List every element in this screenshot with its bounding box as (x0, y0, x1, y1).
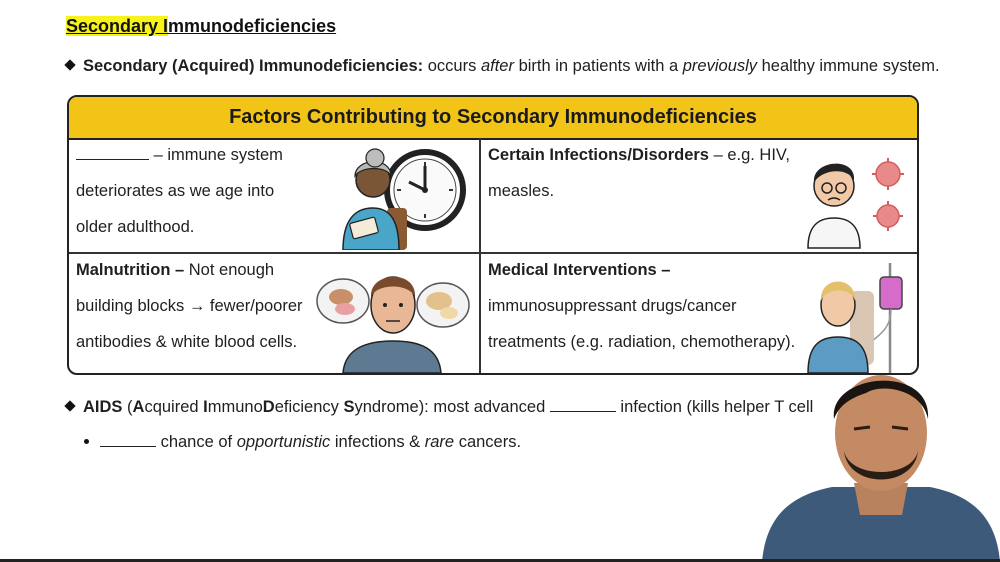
cell-medical: Medical Interventions – immunosuppressan… (480, 252, 917, 373)
clock-icon (384, 149, 466, 231)
malnutrition-title: Malnutrition – (76, 261, 185, 279)
table-divider-vertical (479, 138, 481, 373)
sub-bullet-blank (100, 432, 156, 447)
definition-previously: previously (682, 57, 758, 75)
iv-bag-icon (861, 263, 903, 373)
infections-text: Certain Infections/Disorders – e.g. HIV,… (488, 137, 790, 209)
presenter-webcam (762, 375, 1000, 562)
virus-icon (872, 158, 904, 231)
definition-term: Secondary (Acquired) Immunodeficiencies: (83, 57, 424, 75)
diamond-bullet-icon (64, 400, 76, 412)
factors-table: Factors Contributing to Secondary Immuno… (67, 95, 919, 375)
title-rest: mmunodeficiencies (168, 16, 337, 36)
definition-line: Secondary (Acquired) Immunodeficiencies:… (64, 57, 940, 76)
sub-bullet-text-3: cancers. (454, 433, 522, 451)
elderly-woman-icon (342, 148, 407, 250)
aids-letter-d: D (262, 398, 275, 416)
infections-line2: measles. (488, 182, 555, 200)
bottom-border (0, 559, 1000, 562)
sick-person-icon (807, 163, 861, 249)
aging-blank (76, 145, 149, 160)
definition-text: occurs (423, 57, 481, 75)
aids-eficiency: eficiency (274, 398, 344, 416)
title-highlight: Secondary I (66, 16, 169, 36)
cell-malnutrition: Malnutrition – Not enough building block… (69, 252, 479, 373)
aging-line2: deteriorates as we age into (76, 182, 275, 200)
table-header: Factors Contributing to Secondary Immuno… (69, 97, 917, 140)
medical-text: Medical Interventions – immunosuppressan… (488, 252, 795, 360)
aging-line1: – immune system (149, 146, 283, 164)
dot-bullet-icon (84, 439, 89, 444)
malnutrition-line3: antibodies & white blood cells. (76, 333, 298, 351)
definition-text-3: healthy immune system. (757, 57, 940, 75)
table-divider-horizontal (69, 252, 917, 254)
patient-icon (807, 281, 874, 373)
aids-label: AIDS (83, 398, 123, 416)
medical-line3: treatments (e.g. radiation, chemotherapy… (488, 333, 796, 351)
aging-line3: older adulthood. (76, 218, 195, 236)
infections-line1: – e.g. HIV, (708, 146, 791, 164)
infections-title: Certain Infections/Disorders (488, 146, 709, 164)
definition-after: after (480, 57, 514, 75)
aids-letter-s: S (343, 398, 355, 416)
food-icon (329, 289, 458, 319)
sick-person-virus-illustration (807, 158, 904, 249)
cell-aging: – immune system deteriorates as we age i… (69, 138, 479, 252)
page-title: Secondary Immunodeficiencies (66, 16, 336, 37)
malnutrition-line2: building blocks → fewer/poorer (76, 297, 303, 315)
patient-iv-illustration (807, 263, 903, 373)
aging-text: – immune system deteriorates as we age i… (76, 137, 283, 245)
aids-blank (549, 397, 616, 412)
elderly-woman-clock-illustration (342, 148, 466, 250)
sub-bullet-opportunistic: opportunistic (236, 433, 331, 451)
sub-bullet-text-2: infections & (330, 433, 425, 451)
man-icon (342, 276, 442, 373)
malnutrition-text: Malnutrition – Not enough building block… (76, 252, 303, 360)
aids-yndrome: yndrome (354, 398, 419, 416)
medical-title: Medical Interventions – (488, 261, 671, 279)
sub-bullet-rare: rare (424, 433, 455, 451)
diamond-bullet-icon (64, 59, 76, 71)
aids-text-2: infection (kills helper T cell (615, 398, 814, 416)
definition-text-2: birth in patients with a (513, 57, 683, 75)
malnutrition-line1: Not enough (184, 261, 275, 279)
medical-line2: immunosuppressant drugs/cancer (488, 297, 737, 315)
aids-paren: ( (122, 398, 133, 416)
sub-bullet-text: chance of (156, 433, 237, 451)
cell-infections: Certain Infections/Disorders – e.g. HIV,… (480, 137, 917, 252)
aids-mmuno: mmuno (207, 398, 263, 416)
aids-text: ): most advanced (418, 398, 550, 416)
aids-cquired: cquired (144, 398, 204, 416)
aids-line: AIDS (Acquired ImmunoDeficiency Syndrome… (64, 397, 814, 417)
aids-letter-a: A (132, 398, 145, 416)
malnourished-man-illustration (316, 276, 470, 373)
aids-letter-i: I (203, 398, 208, 416)
sub-bullet-line: chance of opportunistic infections & rar… (84, 432, 521, 452)
